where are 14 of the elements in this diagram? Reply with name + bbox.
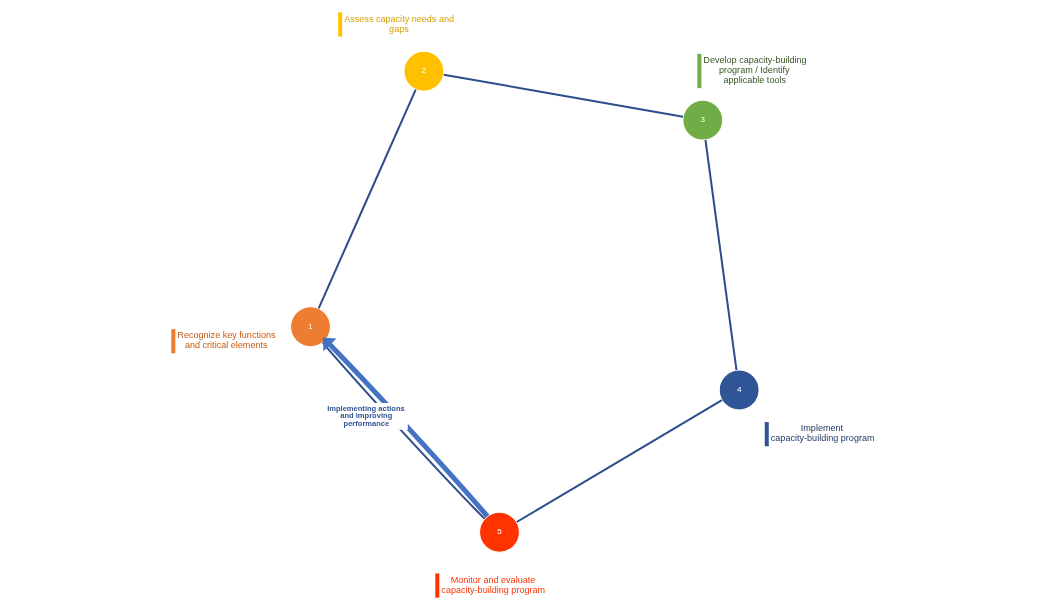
connector	[317, 89, 417, 309]
node-label: Monitor and evaluate capacity-building program	[440, 574, 545, 595]
node-label: Recognize key functions and critical elements	[176, 330, 276, 351]
connector	[443, 73, 683, 118]
node-circle: 2	[402, 50, 444, 92]
connector	[703, 139, 737, 371]
node-label: Implement capacity-building program	[770, 423, 875, 444]
node-label: Develop capacity-building program / Identify applicable tools	[702, 55, 807, 86]
node-circle: 1	[289, 306, 331, 348]
node-circle: 3	[681, 99, 723, 141]
node-circle: 5	[478, 511, 520, 553]
node-label: Assess capacity needs and gaps	[343, 13, 454, 34]
connector	[515, 399, 722, 523]
node-circle: 4	[718, 369, 760, 411]
